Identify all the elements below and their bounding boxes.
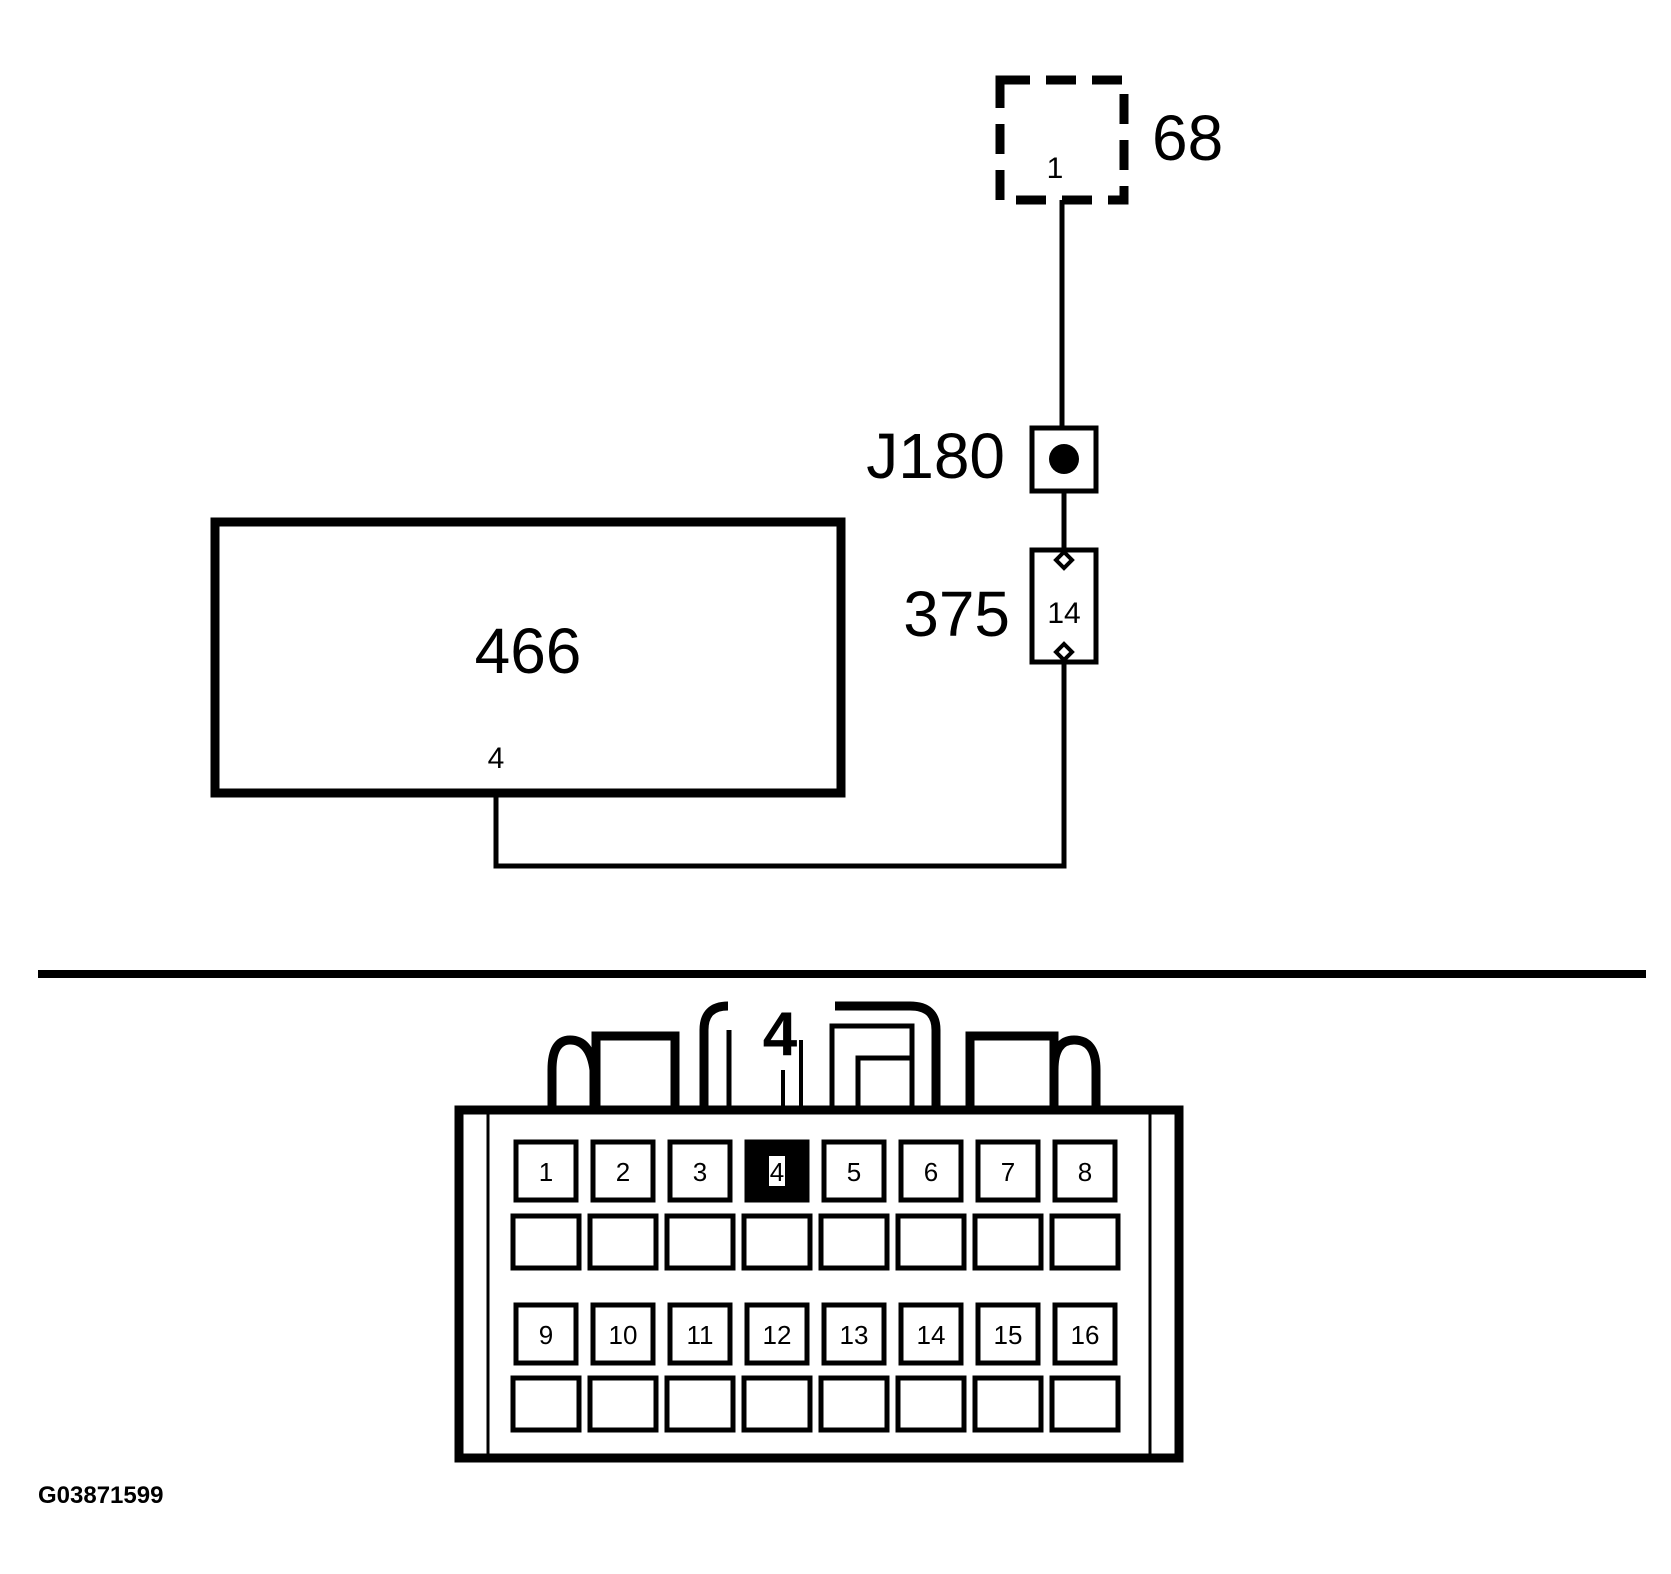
connector-latch-features <box>547 1001 1101 1106</box>
cavity-pin-label: 7 <box>1001 1157 1015 1187</box>
cavity-pin-label: 2 <box>616 1157 630 1187</box>
cavity-blank <box>587 1375 659 1433</box>
cavity-blank <box>1049 1213 1121 1271</box>
cavity-pin-7 <box>975 1139 1041 1203</box>
cavity-pin-label: 15 <box>994 1320 1023 1350</box>
cavity-blank <box>818 1375 890 1433</box>
cavity-pin-15 <box>975 1302 1041 1366</box>
cavity-pin-label: 4 <box>770 1157 784 1187</box>
cavity-pin-label: 9 <box>539 1320 553 1350</box>
cavity-pin-11 <box>667 1302 733 1366</box>
cavity-pin-label: 12 <box>763 1320 792 1350</box>
cavity-blank <box>818 1213 890 1271</box>
component-68-pin: 1 <box>1047 152 1064 185</box>
connector-375-pin: 14 <box>1047 597 1080 630</box>
cavity-pin-1 <box>513 1139 579 1203</box>
cavity-pin-2 <box>590 1139 656 1203</box>
cavity-blank <box>972 1375 1044 1433</box>
cavity-blank <box>741 1213 813 1271</box>
cavity-blank <box>664 1375 736 1433</box>
cavity-blank <box>1049 1375 1121 1433</box>
connector-375-terminal-top <box>1053 549 1075 571</box>
cavity-pin-highlight-window <box>769 1156 785 1186</box>
cavity-blank <box>895 1213 967 1271</box>
cavity-blank <box>664 1213 736 1271</box>
connector-375-terminal-bottom <box>1053 641 1075 663</box>
cavity-pin-16 <box>1052 1302 1118 1366</box>
splice-j180-dot <box>1049 444 1079 474</box>
cavity-pin-5 <box>821 1139 887 1203</box>
cavity-pin-label: 14 <box>917 1320 946 1350</box>
cavity-pin-label: 8 <box>1078 1157 1092 1187</box>
cavity-blank <box>895 1375 967 1433</box>
cavity-pin-label: 10 <box>609 1320 638 1350</box>
cavity-pin-label: 5 <box>847 1157 861 1187</box>
cavity-blank <box>587 1213 659 1271</box>
cavity-blank <box>510 1375 582 1433</box>
cavity-pin-label: 16 <box>1071 1320 1100 1350</box>
cavity-pin-8 <box>1052 1139 1118 1203</box>
figure-code: G03871599 <box>38 1482 163 1509</box>
module-466-pin: 4 <box>488 742 505 775</box>
cavity-pin-6 <box>898 1139 964 1203</box>
connector-face-highlight-label: 4 <box>763 1000 798 1069</box>
cavity-blank <box>510 1213 582 1271</box>
module-466-label: 466 <box>475 615 582 687</box>
component-68-label: 68 <box>1152 102 1223 174</box>
cavity-pin-13 <box>821 1302 887 1366</box>
cavity-blank <box>741 1375 813 1433</box>
cavity-pin-label: 6 <box>924 1157 938 1187</box>
cavity-blank <box>972 1213 1044 1271</box>
connector-375-label: 375 <box>903 578 1010 650</box>
cavity-pin-10 <box>590 1302 656 1366</box>
splice-j180-label: J180 <box>866 420 1005 492</box>
cavity-pin-14 <box>898 1302 964 1366</box>
cavity-pin-label: 1 <box>539 1157 553 1187</box>
cavity-pin-9 <box>513 1302 579 1366</box>
cavity-pin-label: 3 <box>693 1157 707 1187</box>
cavity-pin-4 <box>744 1139 810 1203</box>
cavity-pin-label: 11 <box>687 1320 714 1350</box>
module-466-box <box>210 517 846 798</box>
cavity-pin-3 <box>667 1139 733 1203</box>
wire-375-to-466 <box>493 662 1067 869</box>
cavity-pin-12 <box>744 1302 810 1366</box>
cavity-pin-label: 13 <box>840 1320 869 1350</box>
